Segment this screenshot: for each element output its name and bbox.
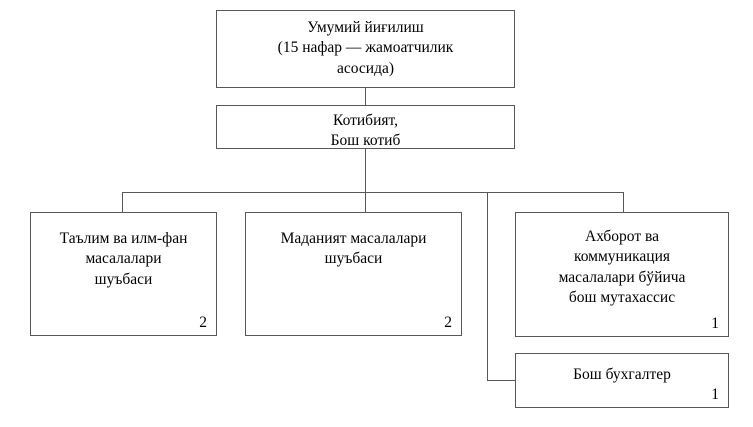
node-education-science-department-label: Таълим ва илм-фан масалалари шуъбаси — [59, 230, 188, 288]
node-chief-accountant-count: 1 — [711, 386, 719, 404]
node-secretariat: Котибият, Бош котиб — [216, 105, 515, 149]
connector-bus-to-accountant-vertical — [487, 192, 488, 381]
connector-bus-to-accountant-horizontal — [487, 380, 516, 381]
connector-horizontal-bus — [122, 192, 624, 193]
node-ict-chief-specialist-count: 1 — [711, 315, 719, 333]
connector-bus-to-education — [122, 192, 123, 212]
node-general-assembly-label: Умумий йиғилиш (15 нафар — жамоатчилик а… — [277, 19, 454, 77]
node-general-assembly: Умумий йиғилиш (15 нафар — жамоатчилик а… — [216, 10, 515, 88]
node-ict-chief-specialist-label: Ахборот ва коммуникация масалалари бўйич… — [558, 228, 686, 307]
connector-bus-to-ict — [623, 192, 624, 212]
node-chief-accountant: Бош бухгалтер 1 — [515, 353, 729, 408]
node-education-science-department: Таълим ва илм-фан масалалари шуъбаси 2 — [30, 212, 217, 336]
node-culture-department: Маданият масалалари шуъбаси 2 — [245, 212, 462, 336]
node-secretariat-label: Котибият, Бош котиб — [330, 112, 401, 150]
node-chief-accountant-label: Бош бухгалтер — [573, 366, 671, 383]
node-ict-chief-specialist: Ахборот ва коммуникация масалалари бўйич… — [515, 212, 729, 337]
node-education-science-department-count: 2 — [199, 314, 207, 332]
connector-assembly-to-secretariat — [365, 88, 366, 105]
node-culture-department-count: 2 — [444, 314, 452, 332]
connector-bus-to-culture — [365, 192, 366, 212]
node-culture-department-label: Маданият масалалари шуъбаси — [280, 230, 427, 268]
connector-secretariat-to-bus — [365, 149, 366, 193]
